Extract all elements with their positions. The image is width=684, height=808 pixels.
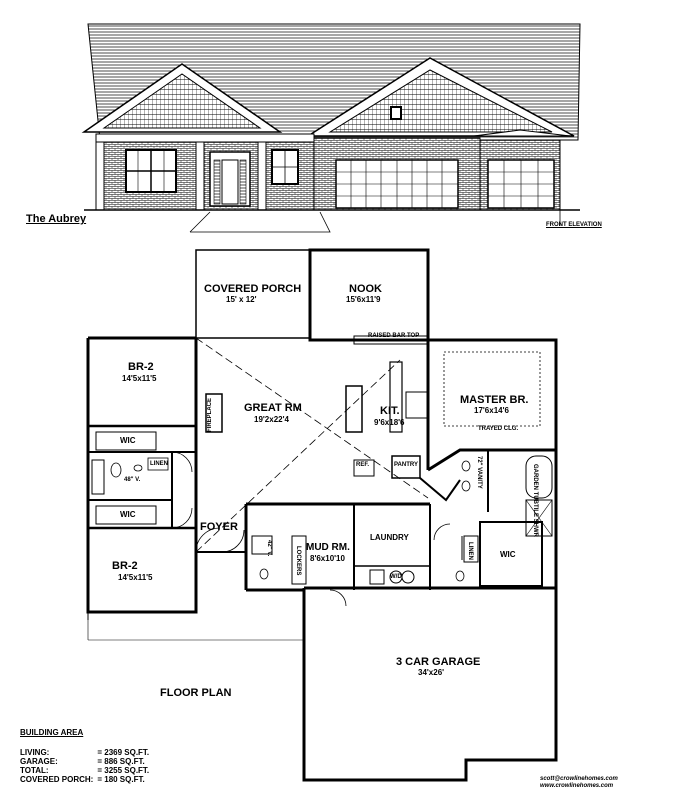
vanity-48-label: 48" V. [124, 477, 141, 483]
area-value: = 180 SQ.FT. [97, 775, 145, 784]
building-area-table: LIVING: = 2369 SQ.FT. GARAGE: = 886 SQ.FT.… [20, 748, 153, 784]
wic-left-top-label: WIC [120, 436, 136, 445]
covered-porch-dim: 15' x 12' [226, 295, 257, 304]
br2-top-dim: 14'5x11'5 [122, 374, 157, 383]
area-value: = 2369 SQ.FT. [97, 748, 150, 757]
master-br-label: MASTER BR. [460, 394, 529, 406]
mud-rm-dim: 8'6x10'10 [310, 554, 345, 563]
nook-label: NOOK [349, 283, 382, 295]
floor-plan-label: FLOOR PLAN [160, 687, 232, 699]
kitchen-dim: 9'6x18'6 [374, 418, 405, 427]
mud-rm-label: MUD RM. [306, 542, 350, 553]
elevation-label: FRONT ELEVATION [546, 222, 602, 228]
washer-dryer-label: W/D [390, 574, 402, 580]
wic-right-label: WIC [500, 550, 516, 559]
credit-website[interactable]: www.crowlinehomes.com [540, 783, 614, 789]
br2-bot-dim: 14'5x11'5 [118, 573, 153, 582]
laundry-label: LAUNDRY [370, 533, 409, 542]
tile-shower-label: TILE SHWR [532, 504, 538, 537]
area-row: GARAGE: = 886 SQ.FT. [20, 757, 153, 766]
area-label: COVERED PORCH: [20, 775, 94, 784]
kitchen-label: KIT. [380, 405, 400, 417]
area-row: COVERED PORCH:= 180 SQ.FT. [20, 775, 153, 784]
linen-left-label: LINEN [150, 461, 168, 467]
foyer-label: FOYER [200, 521, 238, 533]
floor-plan [86, 248, 558, 782]
garage-dim: 34'x26' [418, 668, 445, 677]
building-area-heading: BUILDING AREA [20, 728, 84, 737]
great-rm-label: GREAT RM [244, 402, 302, 414]
area-label: LIVING: [20, 748, 50, 757]
br2-bot-label: BR-2 [112, 560, 138, 572]
covered-porch-label: COVERED PORCH [204, 283, 302, 295]
trayed-ceiling-label: TRAYED CLG. [478, 426, 519, 432]
area-value: = 3255 SQ.FT. [97, 766, 150, 775]
area-label: TOTAL: [20, 766, 49, 775]
great-rm-dim: 19'2x22'4 [254, 415, 289, 424]
lockers-label: LOCKERS [295, 546, 301, 576]
vanity-42-label: 42" V. [266, 540, 272, 557]
ref-label: REF. [356, 462, 370, 468]
vanity-72-label: 72" VANITY [476, 456, 482, 489]
fireplace-label: FIREPLACE [207, 398, 213, 433]
nook-dim: 15'6x11'9 [346, 295, 381, 304]
garden-tub-label: GARDEN TUB [532, 464, 538, 504]
credit-email[interactable]: scott@crowlinehomes.com [540, 776, 618, 782]
linen-right-label: LINEN [467, 542, 473, 560]
front-elevation [81, 23, 581, 233]
area-row: LIVING: = 2369 SQ.FT. [20, 748, 153, 757]
raised-bar-label: RAISED BAR TOP [368, 333, 420, 339]
plan-name: The Aubrey [26, 213, 87, 225]
br2-top-label: BR-2 [128, 361, 154, 373]
credits: scott@crowlinehomes.com www.crowlinehome… [540, 776, 618, 790]
garage-label: 3 CAR GARAGE [396, 656, 481, 668]
area-value: = 886 SQ.FT. [97, 757, 145, 766]
master-br-dim: 17'6x14'6 [474, 406, 509, 415]
pantry-label: PANTRY [394, 462, 418, 468]
area-label: GARAGE: [20, 757, 58, 766]
area-row: TOTAL: = 3255 SQ.FT. [20, 766, 153, 775]
wic-left-bot-label: WIC [120, 510, 136, 519]
